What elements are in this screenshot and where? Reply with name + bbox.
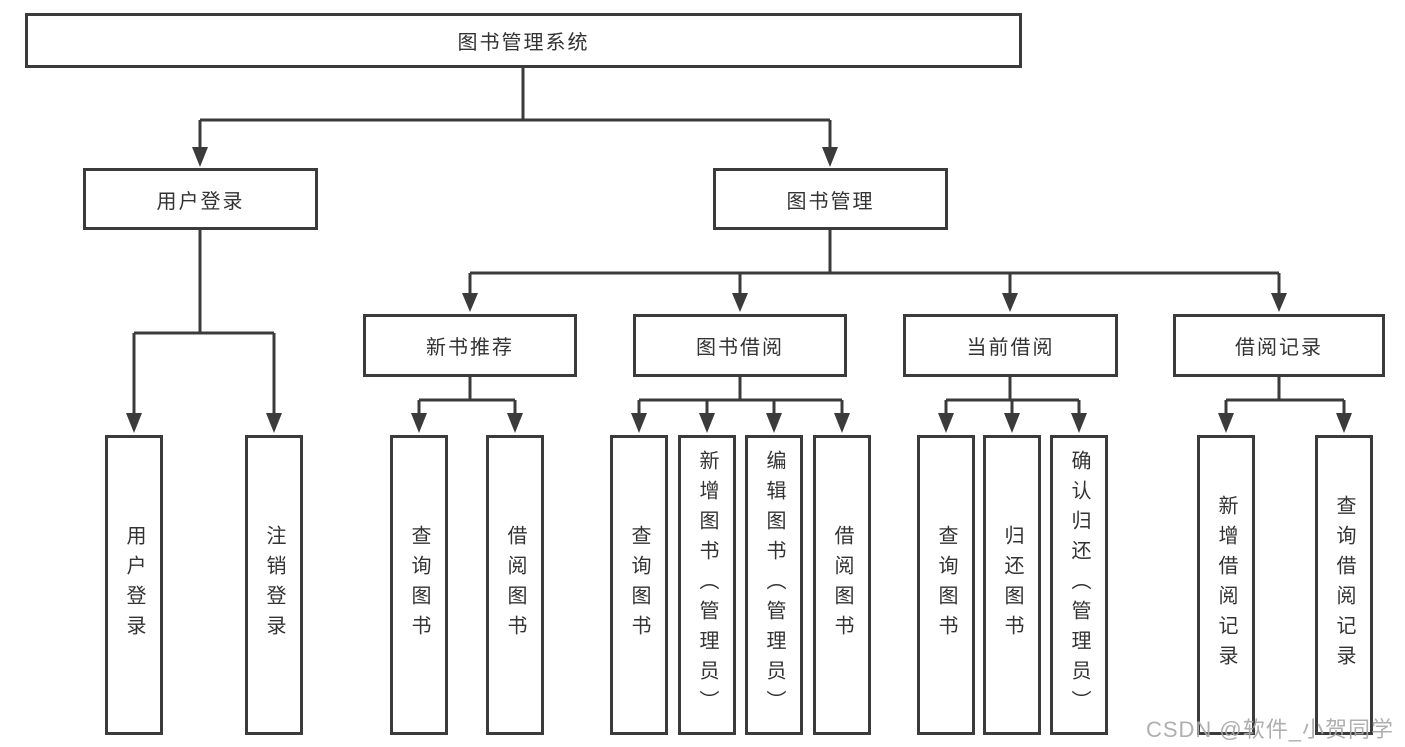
node-current-borrowing: 当前借阅	[903, 314, 1118, 377]
leaf-logout-label: 注销登录	[263, 525, 285, 645]
node-user-login: 用户登录	[83, 168, 318, 230]
leaf-borrow-books-recommend-label: 借阅图书	[504, 525, 526, 645]
leaf-borrow-books-borrowing: 借阅图书	[813, 435, 871, 735]
node-book-management-label: 图书管理	[786, 190, 875, 213]
node-borrowing-records-label: 借阅记录	[1235, 337, 1323, 359]
leaf-add-borrow-record-label: 新增借阅记录	[1215, 495, 1237, 675]
leaf-edit-books-admin-label: 编辑图书（管理员）	[763, 450, 785, 720]
leaf-query-books-current: 查询图书	[917, 435, 975, 735]
leaf-add-books-admin-label: 新增图书（管理员）	[696, 450, 718, 720]
leaf-edit-books-admin: 编辑图书（管理员）	[745, 435, 803, 735]
node-new-book-recommend: 新书推荐	[363, 314, 577, 377]
node-root-label: 图书管理系统	[457, 32, 590, 54]
leaf-query-books-recommend-label: 查询图书	[408, 525, 430, 645]
leaf-add-books-admin: 新增图书（管理员）	[678, 435, 736, 735]
leaf-query-books-recommend: 查询图书	[390, 435, 448, 735]
leaf-user-login-label: 用户登录	[123, 525, 145, 645]
leaf-query-borrow-record-label: 查询借阅记录	[1333, 495, 1355, 675]
node-book-borrowing-label: 图书借阅	[696, 337, 784, 359]
leaf-confirm-return-admin: 确认归还（管理员）	[1050, 435, 1108, 735]
node-current-borrowing-label: 当前借阅	[966, 337, 1055, 359]
node-root: 图书管理系统	[25, 13, 1022, 68]
leaf-query-borrow-record: 查询借阅记录	[1315, 435, 1373, 735]
node-book-borrowing: 图书借阅	[633, 314, 847, 377]
connector-path	[132, 68, 1346, 416]
leaf-logout: 注销登录	[245, 435, 303, 735]
leaf-query-books-borrowing: 查询图书	[610, 435, 668, 735]
leaf-add-borrow-record: 新增借阅记录	[1197, 435, 1255, 735]
leaf-query-books-current-label: 查询图书	[935, 525, 957, 645]
watermark: CSDN @软件_小贺同学	[1145, 717, 1394, 742]
leaf-borrow-books-recommend: 借阅图书	[486, 435, 544, 735]
leaf-user-login: 用户登录	[105, 435, 163, 735]
node-user-login-label: 用户登录	[156, 190, 245, 213]
leaf-return-books: 归还图书	[983, 435, 1041, 735]
node-new-book-recommend-label: 新书推荐	[426, 337, 514, 359]
node-borrowing-records: 借阅记录	[1173, 314, 1385, 377]
leaf-confirm-return-admin-label: 确认归还（管理员）	[1068, 450, 1090, 720]
node-book-management: 图书管理	[713, 168, 948, 230]
leaf-query-books-borrowing-label: 查询图书	[628, 525, 650, 645]
leaf-borrow-books-borrowing-label: 借阅图书	[831, 525, 853, 645]
leaf-return-books-label: 归还图书	[1001, 525, 1023, 645]
